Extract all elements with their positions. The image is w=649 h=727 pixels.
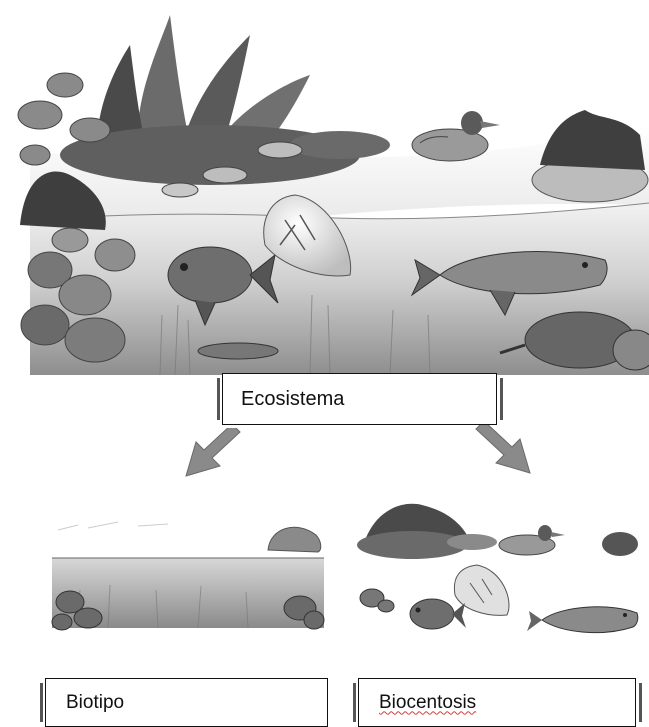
fern-bush: [60, 15, 390, 185]
biocentosis-label-box: Biocentosis: [358, 678, 636, 727]
biotope-rock-top: [268, 527, 321, 552]
ecosistema-label: Ecosistema: [241, 388, 344, 411]
biocenosis-bass: [410, 599, 466, 629]
ecosistema-label-box: Ecosistema: [222, 373, 497, 425]
left-bracket-bar: [40, 683, 43, 722]
biocenosis-plants: [357, 504, 497, 559]
biotope-illustration: [38, 490, 328, 642]
biocenosis-stones: [360, 589, 394, 612]
bottom-fish: [198, 343, 278, 359]
biocenosis-pike: [527, 607, 638, 633]
biocentosis-label: Biocentosis: [379, 692, 476, 714]
biocenosis-bush: [602, 532, 638, 556]
biocenosis-illustration: [352, 490, 649, 642]
left-bracket-bar: [217, 378, 220, 420]
left-bracket-bar: [353, 683, 356, 722]
biotipo-label-box: Biotipo: [45, 678, 328, 727]
right-bracket-bar: [500, 378, 503, 420]
biocenosis-duck: [499, 525, 565, 555]
ecosystem-illustration: [10, 5, 649, 375]
arrow-down-right-icon: [472, 425, 534, 477]
arrow-down-left-icon: [182, 428, 244, 480]
right-bracket-bar: [639, 683, 642, 722]
biotipo-label: Biotipo: [66, 692, 124, 714]
grass-island: [532, 110, 648, 202]
